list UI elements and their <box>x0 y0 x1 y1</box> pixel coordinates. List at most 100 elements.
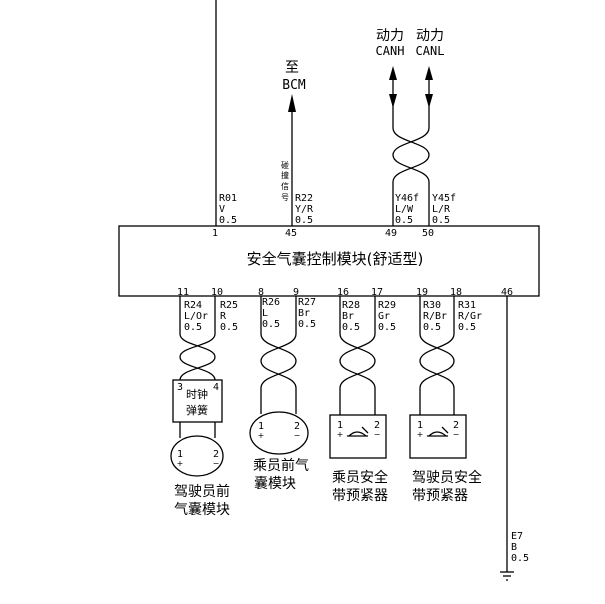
wire-size: 0.5 <box>295 215 313 226</box>
wire-color: R/Br <box>423 311 447 322</box>
minus-sign: − <box>213 459 220 468</box>
wire-id: Y45f <box>432 193 456 204</box>
top-pin-49: Y46f L/W 0.5 49 <box>385 193 419 239</box>
wire-color: Br <box>342 311 354 322</box>
wire-size: 0.5 <box>298 319 316 330</box>
minus-sign: − <box>453 430 460 439</box>
minus-sign: − <box>374 430 381 439</box>
driver-airbag-pin-2: 2 <box>213 449 219 460</box>
wire-color: Y/R <box>295 204 314 215</box>
pin-number-18: 18 <box>450 287 462 298</box>
pin-number-8: 8 <box>258 287 264 298</box>
wire-id: R24 <box>184 300 202 311</box>
wire-color: L <box>262 308 268 319</box>
can-twist-a <box>392 127 430 183</box>
passenger-airbag-label-2: 囊模块 <box>254 475 296 492</box>
wire-id: R30 <box>423 300 441 311</box>
signal-char-3: 信 <box>281 181 289 191</box>
module-title: 安全气囊控制模块(舒适型) <box>247 250 424 268</box>
canl-arrow-up <box>425 66 433 80</box>
bcm-label: BCM <box>282 78 306 93</box>
signal-char-1: 碰 <box>281 160 289 170</box>
pin-number-17: 17 <box>371 287 383 298</box>
top-pin-50: Y45f L/R 0.5 50 <box>422 193 456 239</box>
wire-id: R25 <box>220 300 238 311</box>
signal-char-2: 撞 <box>281 170 289 180</box>
wire-color: R/Gr <box>458 311 482 322</box>
canl-label: 动力 <box>416 28 444 44</box>
driver-airbag-circuit: 3 4 时钟 弹簧 1 2 + − 驾驶员前 气囊模块 <box>170 296 230 518</box>
pin-number-19: 19 <box>416 287 428 298</box>
passenger-airbag-circuit: 1 2 + − 乘员前气 囊模块 <box>249 296 309 492</box>
wire-id: R27 <box>298 297 316 308</box>
driver-pretensioner-label-2: 带预紧器 <box>412 488 468 504</box>
airbag-module-box <box>118 225 540 297</box>
wire-size: 0.5 <box>432 215 450 226</box>
pin-number: 1 <box>212 228 218 239</box>
wire-id: R01 <box>219 193 237 204</box>
passenger-pretensioner-label-2: 带预紧器 <box>332 488 388 504</box>
wire-color: R <box>220 311 227 322</box>
canl-name: CANL <box>416 44 445 58</box>
clockspring-label-1: 时钟 <box>186 387 208 401</box>
passenger-airbag-pin-1: 1 <box>258 421 264 432</box>
wire-size: 0.5 <box>395 215 413 226</box>
plus-sign: + <box>258 431 265 440</box>
wire-color: L/R <box>432 204 451 215</box>
arrow-to-bcm <box>288 94 296 112</box>
driver-airbag-icon <box>170 435 224 477</box>
clockspring-box <box>172 379 223 423</box>
pin-number: 45 <box>285 228 297 239</box>
top-pin-1: R01 V 0.5 1 <box>212 193 237 239</box>
wire-size: 0.5 <box>262 319 280 330</box>
clockspring-label-2: 弹簧 <box>186 403 208 417</box>
pin-number: 49 <box>385 228 397 239</box>
pin-number: 50 <box>422 228 434 239</box>
plus-sign: + <box>337 430 344 439</box>
wire-id: R29 <box>378 300 396 311</box>
top-pin-45: R22 Y/R 0.5 45 <box>285 193 314 239</box>
driver-airbag-label-2: 气囊模块 <box>174 501 230 518</box>
passenger-airbag-icon <box>249 411 309 455</box>
canh-arrow-up <box>389 66 397 80</box>
wire-id: Y46f <box>395 193 419 204</box>
driver-pretensioner-circuit: 1 2 + − 驾驶员安全 带预紧器 <box>409 296 482 504</box>
driver-airbag-label-1: 驾驶员前 <box>174 483 230 500</box>
wire-size: 0.5 <box>219 215 237 226</box>
clockspring-pin-4: 4 <box>213 382 219 393</box>
pretensioner-pin-2: 2 <box>453 420 459 431</box>
driver-pretensioner-box <box>409 414 467 459</box>
pin-number-16: 16 <box>337 287 349 298</box>
pin-number-10: 10 <box>211 287 223 298</box>
passenger-airbag-pin-2: 2 <box>294 421 300 432</box>
wire-size: 0.5 <box>342 322 360 333</box>
pretensioner-pin-1: 1 <box>337 420 343 431</box>
wire-size: 0.5 <box>458 322 476 333</box>
plus-sign: + <box>177 459 184 468</box>
squib-icon <box>427 426 449 437</box>
wire-color: Br <box>298 308 310 319</box>
wire-color: L/W <box>395 204 414 215</box>
passenger-pretensioner-label-1: 乘员安全 <box>332 469 388 486</box>
canh-arrow-down <box>389 94 397 108</box>
minus-sign: − <box>294 431 301 440</box>
wire-id: R22 <box>295 193 313 204</box>
driver-airbag-pin-1: 1 <box>177 449 183 460</box>
wire-id: R31 <box>458 300 476 311</box>
passenger-airbag-label-1: 乘员前气 <box>253 457 309 474</box>
passenger-pretensioner-circuit: 1 2 + − 乘员安全 带预紧器 <box>329 296 388 504</box>
canh-label: 动力 <box>376 28 404 44</box>
plus-sign: + <box>417 430 424 439</box>
pretensioner-pin-2: 2 <box>374 420 380 431</box>
signal-char-4: 号 <box>281 193 289 202</box>
wire-labels-bottom: R24 L/Or 0.5 R25 R 0.5 R26 L 0.5 R27 Br … <box>184 297 482 333</box>
ground-circuit: E7 B 0.5 <box>500 296 529 581</box>
ground-wire-id: E7 <box>511 531 523 542</box>
can-twist-b <box>392 127 430 183</box>
wire-color: V <box>219 204 225 215</box>
driver-pretensioner-label-1: 驾驶员安全 <box>412 469 482 486</box>
wire-size: 0.5 <box>378 322 396 333</box>
canh-name: CANH <box>376 44 405 58</box>
wire-color: Gr <box>378 311 390 322</box>
